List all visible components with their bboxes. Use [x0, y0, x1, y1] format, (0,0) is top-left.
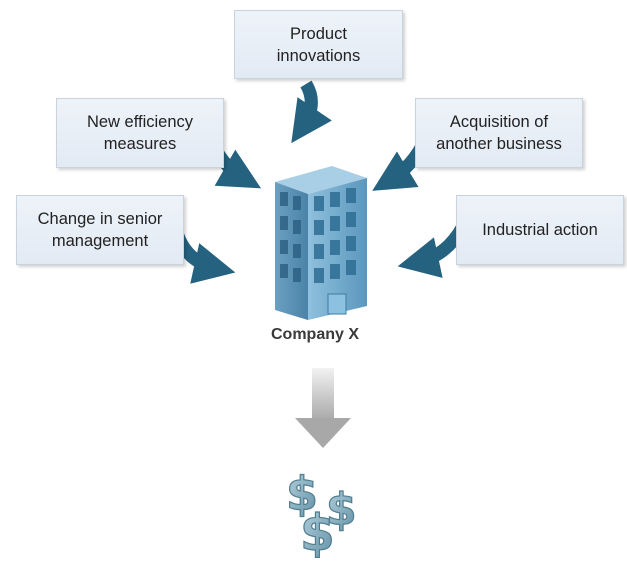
building-icon	[275, 166, 367, 320]
factor-industrial-action: Industrial action	[456, 195, 624, 265]
down-arrow	[295, 368, 351, 448]
factor-senior-management: Change in senior management	[16, 195, 184, 265]
factor-acquisition: Acquisition of another business	[415, 98, 583, 168]
company-label: Company X	[270, 326, 359, 343]
dollar-signs-icon: $ $ $	[285, 466, 357, 562]
svg-text:$: $	[300, 504, 335, 562]
svg-text:$: $	[286, 467, 318, 521]
factor-new-efficiency-measures: New efficiency measures	[56, 98, 224, 168]
arrow-product-innovations	[291, 80, 332, 144]
factor-product-innovations: Product innovations	[234, 10, 403, 79]
svg-text:$: $	[326, 484, 357, 535]
